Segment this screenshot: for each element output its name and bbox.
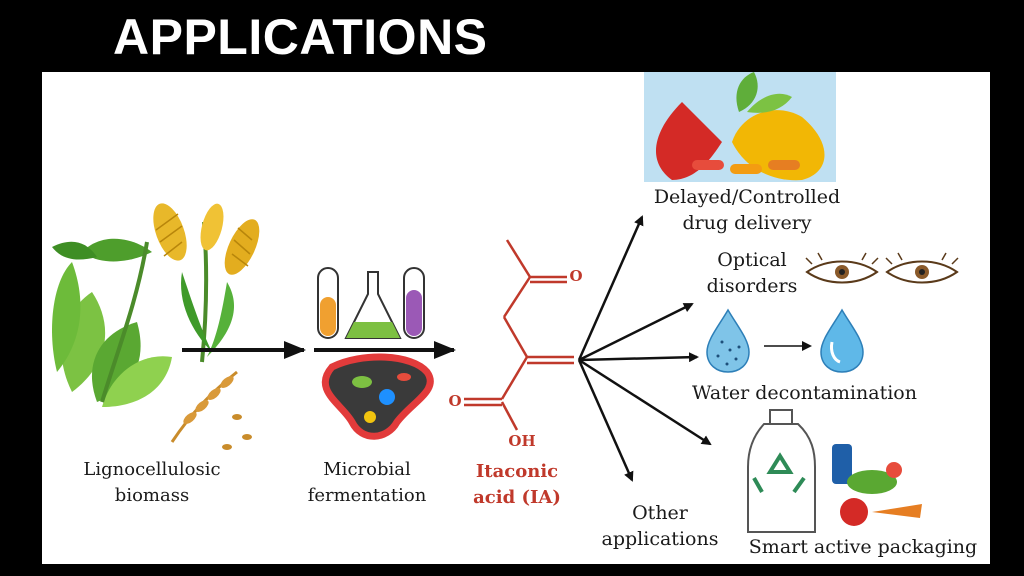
label-itaconic-acid: Itaconic acid (IA) [462, 459, 572, 511]
atom-o-top: O [569, 267, 583, 285]
eye-icon [805, 252, 959, 284]
application-arrows [577, 215, 712, 482]
label-water-decontamination: Water decontamination [677, 380, 932, 406]
label-other-line2: applications [601, 528, 719, 550]
atom-o-left: O [448, 392, 462, 410]
label-biomass-line2: biomass [114, 485, 190, 506]
label-drug-delivery: Delayed/Controlled drug delivery [632, 184, 862, 236]
label-optical-line2: disorders [706, 275, 798, 297]
biomass-plant-icon [52, 203, 260, 450]
diagram-canvas [52, 72, 959, 533]
label-water-line1: Water decontamination [692, 382, 917, 404]
atom-oh: OH [508, 432, 536, 450]
itaconic-acid-structure [464, 239, 574, 431]
label-optical-line1: Optical [717, 249, 787, 271]
label-fermentation-line2: fermentation [307, 485, 427, 506]
label-other-applications: Other applications [590, 500, 730, 552]
label-drug-delivery-line2: drug delivery [682, 212, 812, 234]
recycle-bottle-food-icon [747, 409, 922, 533]
label-fermentation: Microbial fermentation [292, 457, 442, 509]
diagram-panel: Lignocellulosic biomass Microbial fermen… [42, 72, 990, 564]
water-drop-icon [706, 308, 864, 373]
label-packaging-line1: Smart active packaging [748, 536, 978, 558]
label-itaconic-line2: acid (IA) [473, 487, 561, 508]
fermentation-lab-icon [317, 267, 434, 440]
label-optical-disorders: Optical disorders [702, 247, 802, 299]
slide-title: APPLICATIONS [113, 9, 488, 65]
label-drug-delivery-line1: Delayed/Controlled [653, 186, 841, 208]
label-biomass: Lignocellulosic biomass [67, 457, 237, 509]
label-biomass-line1: Lignocellulosic [83, 459, 221, 480]
label-smart-packaging: Smart active packaging [736, 534, 990, 560]
label-other-line1: Other [632, 502, 688, 524]
label-fermentation-line1: Microbial [323, 459, 411, 480]
capsule-leaf-icon [644, 72, 836, 182]
label-itaconic-line1: Itaconic [475, 461, 559, 482]
